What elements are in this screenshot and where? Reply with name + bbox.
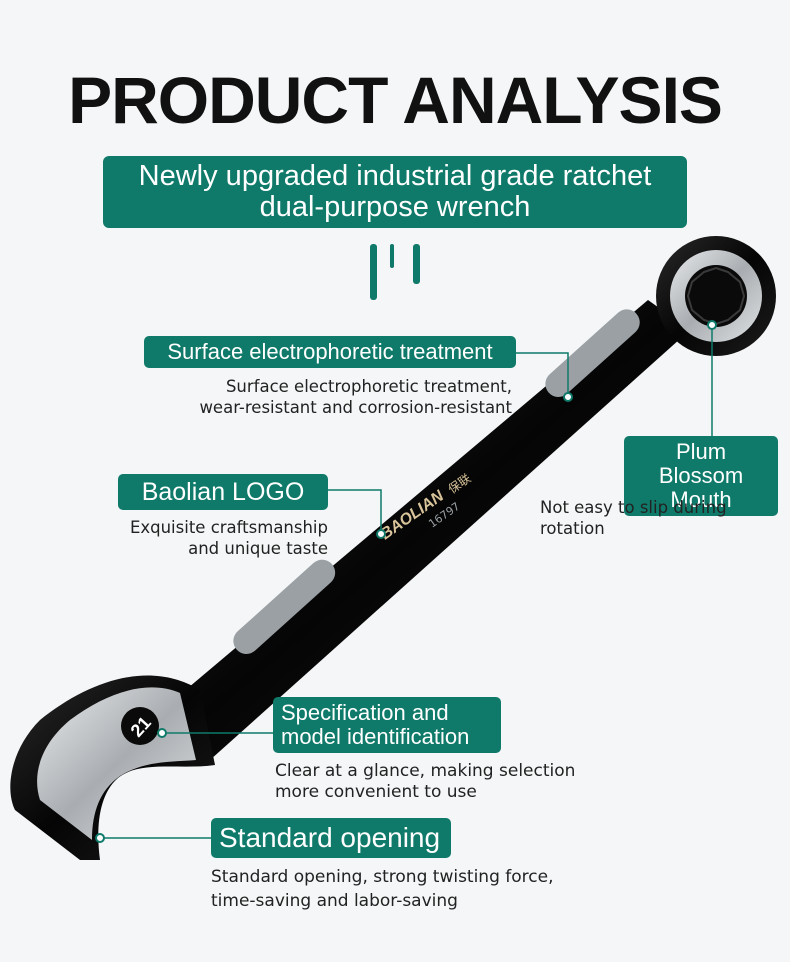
shaft-slot — [545, 309, 640, 397]
wrench-shaft — [150, 300, 690, 760]
feature-label-line: model identification — [281, 724, 470, 749]
feature-desc-line: and unique taste — [188, 539, 328, 558]
feature-desc-line: wear-resistant and corrosion-resistant — [199, 398, 512, 417]
feature-label-spec: Specification and model identification — [273, 697, 501, 753]
feature-desc-line: more convenient to use — [275, 782, 477, 802]
feature-desc-line: time-saving and labor-saving — [211, 891, 458, 911]
subtitle-line-1: Newly upgraded industrial grade ratchet — [138, 160, 652, 192]
feature-desc-opening: Standard opening, strong twisting force,… — [211, 865, 631, 913]
feature-desc-line: Standard opening, strong twisting force, — [211, 867, 554, 887]
feature-label-plum: Plum Blossom Mouth — [624, 436, 778, 516]
size-badge — [121, 707, 159, 745]
feature-label-opening: Standard opening — [211, 818, 451, 858]
shaft-slot — [233, 559, 336, 654]
feature-label-line: Mouth — [670, 487, 732, 512]
feature-label-logo: Baolian LOGO — [118, 474, 328, 510]
feature-desc-logo: Exquisite craftsmanship and unique taste — [90, 517, 328, 559]
feature-desc-line: Exquisite craftsmanship — [129, 518, 328, 537]
feature-label-line: Plum Blossom — [658, 439, 744, 488]
feature-desc-surface: Surface electrophoretic treatment, wear-… — [120, 376, 512, 418]
callout-line-logo — [326, 489, 382, 533]
feature-desc-line: Surface electrophoretic treatment, — [225, 377, 512, 396]
feature-label-line: Specification and — [281, 700, 449, 725]
feature-desc-line: Clear at a glance, making selection — [275, 761, 576, 781]
subtitle-banner: Newly upgraded industrial grade ratchet … — [103, 156, 687, 228]
callout-line-surface — [515, 352, 569, 397]
page-title: PRODUCT ANALYSIS — [68, 63, 723, 137]
feature-label-surface: Surface electrophoretic treatment — [144, 336, 516, 368]
feature-desc-plum: Not easy to slip during rotation — [540, 498, 727, 538]
feature-desc-spec: Clear at a glance, making selection more… — [275, 761, 635, 803]
subtitle-line-2: dual-purpose wrench — [259, 191, 531, 223]
divider-icon — [370, 244, 420, 300]
